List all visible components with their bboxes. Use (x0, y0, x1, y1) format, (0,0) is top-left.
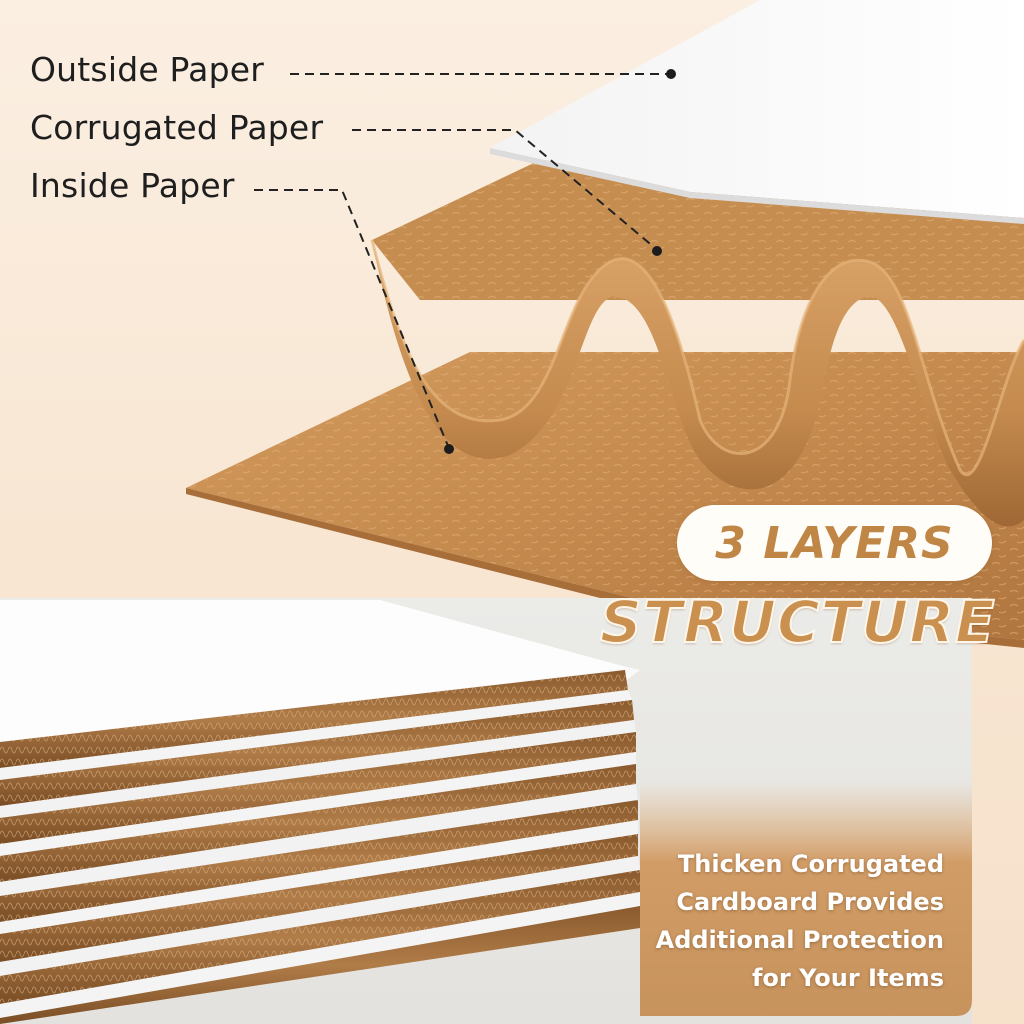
caption-line: for Your Items (751, 964, 944, 992)
corrugated-paper-label: Corrugated Paper (30, 108, 324, 147)
caption-line: Additional Protection (655, 926, 944, 954)
caption-backdrop (640, 780, 972, 1016)
leader-lines (254, 73, 668, 447)
leader-dots (444, 69, 676, 454)
cardboard-stack (0, 670, 640, 1024)
caption-line: Thicken Corrugated (677, 850, 944, 878)
outside-paper-sheet (490, 0, 1024, 218)
outside-paper-label: Outside Paper (30, 50, 264, 89)
protection-caption: Thicken Corrugated Cardboard Provides Ad… (656, 845, 944, 997)
layers-badge-text: 3 LAYERS (715, 517, 954, 569)
layers-badge: 3 LAYERS (677, 505, 992, 581)
structure-heading: STRUCTURE (599, 587, 996, 657)
inside-paper-label: Inside Paper (30, 166, 235, 205)
caption-line: Cardboard Provides (676, 888, 944, 916)
